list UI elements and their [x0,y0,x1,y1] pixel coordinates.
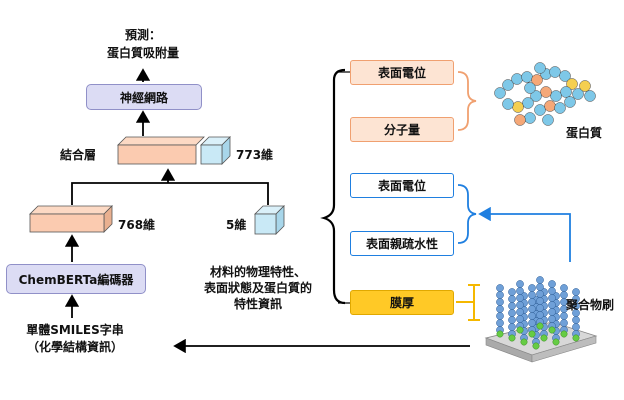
brush-bead [508,288,516,296]
brush-bead [528,298,536,306]
brush-surface-potential-box: 表面電位 [350,173,454,198]
molecular-weight-box: 分子量 [350,117,454,142]
brush-anchor [520,338,528,346]
brush-bead [536,290,544,298]
brush-bead [496,291,504,299]
hydrophilicity-box: 表面親疏水性 [350,231,454,256]
dim-5-label: 5維 [226,218,247,232]
brush-bead [516,315,524,323]
brush-bead [508,302,516,310]
cuboid-768 [29,205,113,233]
brush-bead [548,308,556,316]
brush-label: 聚合物刷 [566,298,615,312]
brush-anchor [560,330,568,338]
dim-773-label: 773維 [236,148,274,162]
brush-anchor [516,326,524,334]
thickness-indicator [456,284,480,321]
cuboid-5 [254,205,285,235]
brush-anchor [548,326,556,334]
brush-bead [516,301,524,309]
big-bracket [320,68,346,305]
cuboid-concat [117,136,231,165]
brush-bead [560,312,568,320]
features-line1: 材料的物理特性、 [209,265,306,279]
brush-bead [536,311,544,319]
polymer-chains [496,276,580,350]
brush-anchor [528,330,536,338]
merge-line [71,182,269,205]
brush-bead [516,287,524,295]
brush-bead [536,276,544,284]
brush-bead [536,304,544,312]
brush-bead [496,298,504,306]
brush-bead [548,315,556,323]
brush-bead [548,280,556,288]
brush-bead [528,312,536,320]
prediction-line1: 預測： [124,28,161,42]
brush-bead [572,288,580,296]
brush-bead [508,316,516,324]
brush-anchor [540,334,548,342]
brush-bead [536,283,544,291]
brush-bead [508,295,516,303]
brush-bead [528,305,536,313]
brush-bead [560,319,568,327]
brush-anchor [496,330,504,338]
brush-anchor [552,338,560,346]
brush-anchor [572,334,580,342]
neural-network-box: 神經網路 [86,84,202,110]
brush-anchor [508,334,516,342]
concat-layer-label: 結合層 [60,148,97,162]
brush-bead [516,308,524,316]
brush-bead [508,323,516,331]
protein-label: 蛋白質 [566,126,603,140]
brush-bead [516,294,524,302]
brush-bead [548,287,556,295]
brush-anchor [536,322,544,330]
brush-bead [496,284,504,292]
brush-bead [516,280,524,288]
smiles-line2: （化學結構資訊） [26,340,123,354]
brush-bead [496,319,504,327]
brush-bead [528,319,536,327]
brush-bead [528,291,536,299]
brush-bead [528,284,536,292]
features-line3: 特性資訊 [233,297,282,311]
thickness-box: 膜厚 [350,290,454,315]
protein-surface-potential-box: 表面電位 [350,60,454,85]
brush-bead [572,323,580,331]
arrow-brush-to-properties [478,206,571,262]
brush-bead [496,312,504,320]
brush-bead [548,301,556,309]
brush-bead [508,309,516,317]
prediction-line2: 蛋白質吸附量 [106,46,179,60]
brush-bead [572,316,580,324]
brush-bead [548,294,556,302]
encoder-box: ChemBERTa編碼器 [6,264,146,294]
dim-768-label: 768維 [118,218,156,232]
protein-illustration [494,62,596,126]
brush-brace [457,184,477,244]
brush-anchor [532,342,540,350]
brush-bead [536,297,544,305]
features-line2: 表面狀態及蛋白質的 [203,281,312,295]
protein-brace [457,71,477,131]
brush-bead [496,305,504,313]
smiles-line1: 單體SMILES字串 [26,323,124,337]
brush-bead [560,284,568,292]
